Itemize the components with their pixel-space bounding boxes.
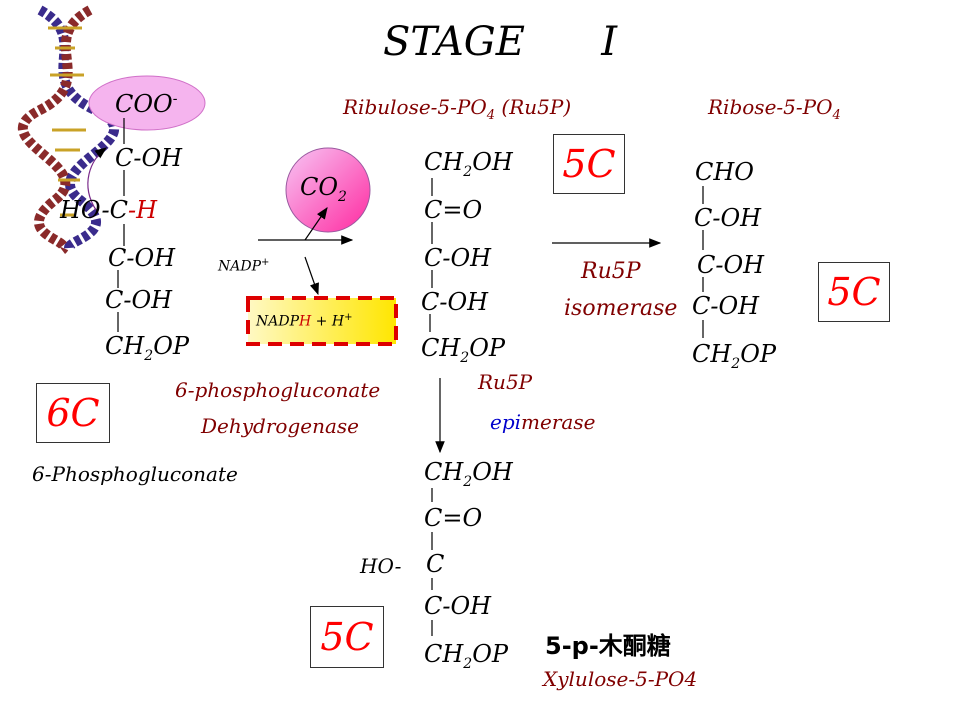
xyl-c3: C (426, 550, 445, 578)
nadph-box (246, 296, 398, 346)
ribulose-name: Ribulose-5-PO4 (Ru5P) (343, 95, 572, 123)
xylulose-chinese-name: 5-p-木酮糖 (545, 632, 671, 660)
ru-c4: C-OH (421, 288, 489, 316)
pg-c3-c: C (109, 196, 128, 224)
xylulose-name: Xylulose-5-PO4 (543, 667, 698, 691)
nadp-label: NADP+ (218, 257, 270, 275)
enzyme1-line1: 6-phosphogluconate (175, 378, 381, 402)
nadph-label: NADPH + H+ (256, 312, 353, 330)
dna-helix-icon (17, 5, 120, 254)
rib-c1: CHO (695, 158, 754, 186)
page-title: STAGE I (383, 19, 618, 65)
carboxyl-group: COO- (115, 90, 178, 118)
carbon-count-ribulose-5c: 5C (553, 134, 625, 194)
ru-c3: C-OH (424, 244, 492, 272)
xyl-c1: CH2OH (424, 458, 513, 490)
rib-c4: C-OH (692, 292, 760, 320)
xyl-c4: C-OH (424, 592, 492, 620)
isomerase-line2: isomerase (564, 296, 678, 321)
pg-c3-h: -H (127, 196, 158, 224)
xyl-c3-ho: HO- (360, 554, 402, 578)
carbon-count-6c: 6C (36, 383, 110, 443)
phosphogluconate-name: 6-Phosphogluconate (32, 462, 238, 486)
epimerase-line2: epimerase (490, 412, 595, 432)
ru-c1: CH2OH (424, 148, 513, 180)
oxidation-curved-arrow (87, 147, 107, 211)
pg-c6: CH2OP (105, 332, 190, 364)
ru-c5: CH2OP (421, 334, 506, 366)
epimerase-rest: merase (521, 410, 596, 434)
co2-circle (285, 147, 371, 233)
co2-label: CO2 (300, 173, 347, 205)
xyl-c2: C=O (424, 504, 483, 532)
pg-c5: C-OH (105, 286, 173, 314)
carbon-count-xylulose-5c: 5C (310, 606, 384, 668)
pg-c3: HO-C-H (60, 198, 157, 222)
epimerase-prefix: epi (490, 410, 522, 434)
carboxyl-highlight (88, 75, 206, 131)
rib-c3: C-OH (697, 251, 765, 279)
xyl-c5: CH2OP (424, 640, 509, 672)
pg-c3-ho: HO- (60, 196, 110, 224)
rib-c2: C-OH (694, 204, 762, 232)
carbon-count-ribose-5c: 5C (818, 262, 890, 322)
ribose-name: Ribose-5-PO4 (708, 95, 841, 123)
enzyme1-line2: Dehydrogenase (201, 414, 359, 438)
pg-c4: C-OH (108, 244, 176, 272)
epimerase-line1: Ru5P (478, 370, 533, 394)
pg-c2: C-OH (115, 144, 183, 172)
rib-c5: CH2OP (692, 340, 777, 372)
isomerase-line1: Ru5P (581, 259, 641, 284)
ru-c2: C=O (424, 196, 483, 224)
